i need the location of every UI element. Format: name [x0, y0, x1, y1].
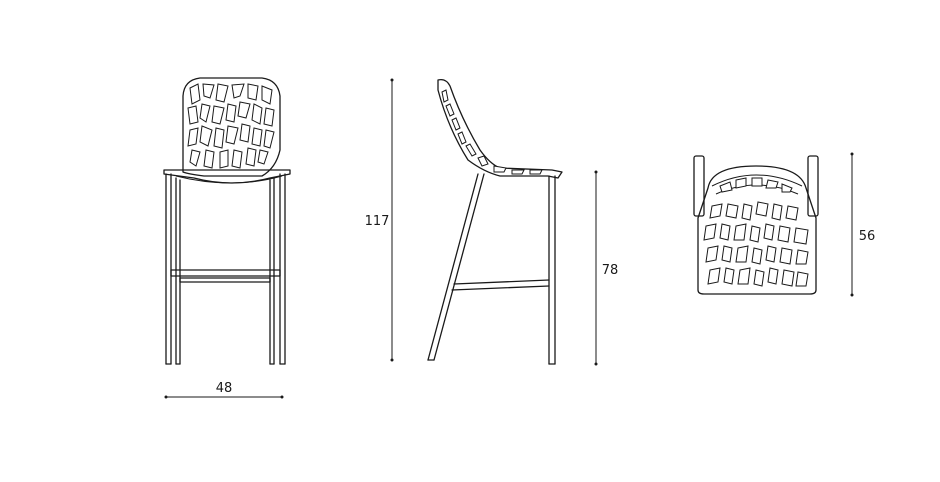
top-backrest-band: [711, 174, 803, 187]
side-rear-leg-inner: [433, 173, 485, 361]
side-footrest-bottom: [451, 285, 550, 291]
front-crossbar-front: [170, 269, 281, 277]
top-seat-lattice: [703, 201, 809, 287]
width-dimension-label: 48: [216, 381, 233, 396]
total-height-dimension-bottom: [390, 358, 394, 362]
width-dimension-end: [280, 395, 284, 399]
side-view: 117 78: [365, 78, 619, 366]
total-height-dimension-top: [390, 78, 394, 82]
side-backrest-lattice: [441, 89, 543, 175]
total-height-dimension-label: 117: [365, 214, 390, 229]
top-left-rail: [693, 155, 705, 217]
width-dimension-start: [164, 395, 168, 399]
top-right-rail: [807, 155, 819, 217]
seat-height-dimension-top: [594, 170, 598, 174]
side-footrest-top: [453, 279, 550, 285]
seat-height-dimension-label: 78: [602, 263, 619, 278]
top-backrest-lattice: [719, 177, 793, 193]
depth-dimension-top: [850, 152, 854, 156]
front-seat-edge: [175, 175, 283, 184]
front-backrest-outline: [182, 77, 281, 177]
top-view: 56: [693, 152, 876, 297]
depth-dimension-label: 56: [859, 229, 876, 244]
front-backrest-lattice: [187, 83, 275, 169]
top-seat-outline: [697, 165, 817, 295]
front-view: 48: [163, 77, 291, 399]
side-rear-leg-outer: [427, 173, 479, 361]
front-crossbar-back: [179, 277, 271, 283]
seat-height-dimension-bottom: [594, 362, 598, 366]
depth-dimension-bottom: [850, 293, 854, 297]
